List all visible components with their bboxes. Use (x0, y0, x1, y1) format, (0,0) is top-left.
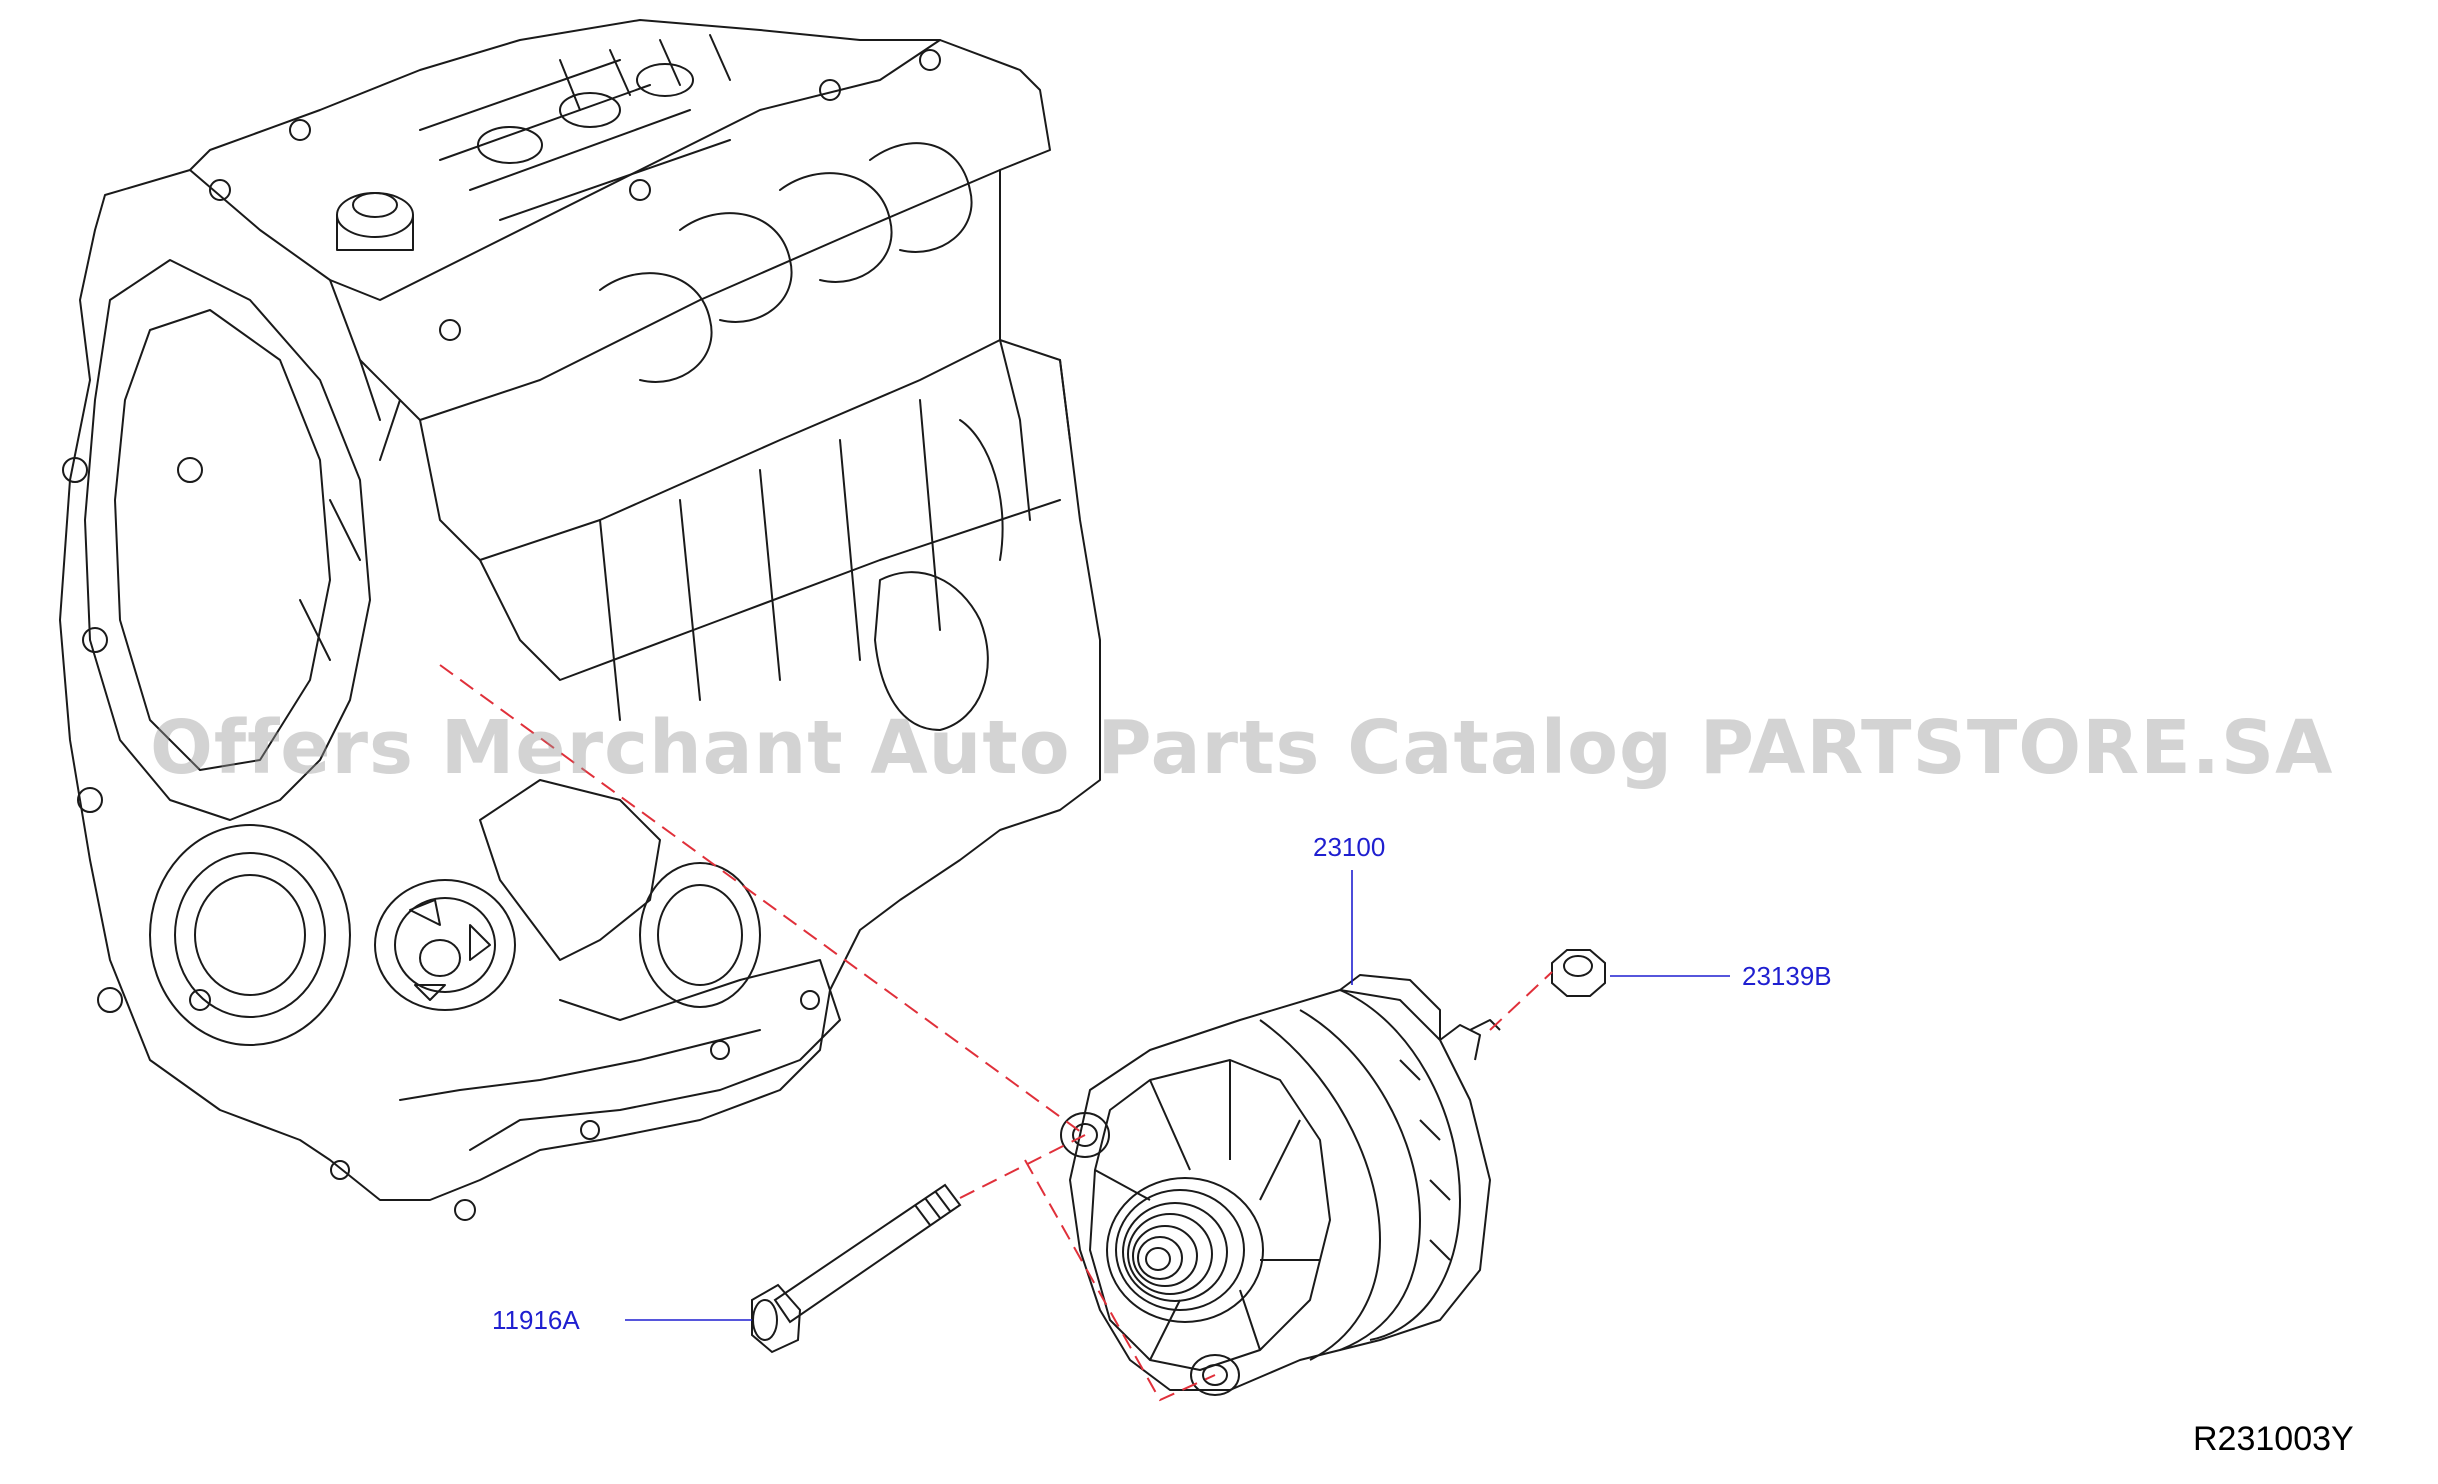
alternator-drawing (1060, 974, 1501, 1396)
callout-11916A[interactable]: 11916A (492, 1305, 580, 1335)
bolt-drawing (751, 1183, 962, 1354)
dashed-line-nut (1489, 971, 1553, 1031)
watermark-text: Offers Merchant Auto Parts Catalog PARTS… (150, 705, 2334, 791)
dashed-line-lower-mount (1024, 1159, 1216, 1402)
engine-drawing (59, 19, 1101, 1221)
leader-lines (625, 870, 1730, 1321)
dashed-line-upper-mount (439, 664, 1086, 1136)
assembly-lines (439, 664, 1553, 1402)
diagram-id: R231003Y (2193, 1420, 2354, 1458)
callout-23139B[interactable]: 23139B (1742, 961, 1832, 991)
nut-drawing (1551, 949, 1606, 997)
dashed-line-bolt (959, 1134, 1086, 1199)
callout-23100[interactable]: 23100 (1313, 832, 1386, 862)
